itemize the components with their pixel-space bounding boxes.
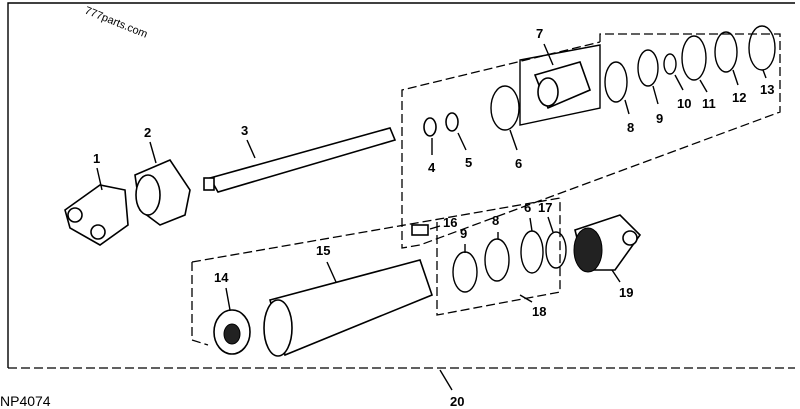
wiper-part-4[interactable] bbox=[423, 117, 437, 155]
kit-18-box bbox=[436, 198, 561, 316]
watermark: 777parts.com bbox=[83, 5, 149, 41]
callout-6b: 6 bbox=[524, 200, 531, 215]
key-part-16[interactable] bbox=[411, 224, 441, 236]
ring-part-12[interactable] bbox=[714, 31, 739, 86]
outer-bracket bbox=[7, 2, 795, 368]
seal-part-5[interactable] bbox=[445, 112, 467, 151]
callout-10: 10 bbox=[677, 96, 691, 111]
figure-code: NP4074 bbox=[0, 393, 51, 409]
piston-group-box-left bbox=[191, 262, 209, 346]
callout-8b: 8 bbox=[492, 213, 499, 228]
callout-4: 4 bbox=[428, 160, 436, 175]
barrel-part-15[interactable] bbox=[263, 259, 434, 357]
callout-19: 19 bbox=[619, 285, 633, 300]
ring-part-13[interactable] bbox=[748, 25, 776, 79]
callout-9: 9 bbox=[656, 111, 663, 126]
ring-part-17[interactable] bbox=[545, 216, 567, 269]
callout-2: 2 bbox=[144, 125, 151, 140]
callout-20: 20 bbox=[450, 394, 464, 409]
gland-part-2[interactable] bbox=[134, 141, 191, 226]
seal-kit-box bbox=[401, 33, 781, 249]
ring-part-9a[interactable] bbox=[637, 49, 659, 105]
rod-end-part-19[interactable] bbox=[573, 214, 642, 283]
piston-part-14[interactable] bbox=[213, 287, 251, 355]
head-part-7[interactable] bbox=[533, 43, 592, 110]
ring-part-8b[interactable] bbox=[484, 232, 510, 282]
ring-part-11[interactable] bbox=[681, 35, 708, 93]
callout-9b: 9 bbox=[460, 226, 467, 241]
ring-part-10[interactable] bbox=[663, 53, 684, 91]
callout-7: 7 bbox=[536, 26, 543, 41]
rod-part-3[interactable] bbox=[203, 127, 397, 193]
snap-ring-part-6[interactable] bbox=[490, 85, 520, 151]
callout-14: 14 bbox=[214, 270, 229, 285]
callout-12: 12 bbox=[732, 90, 746, 105]
callout-5: 5 bbox=[465, 155, 472, 170]
ring-part-8a[interactable] bbox=[604, 61, 630, 115]
callout-3: 3 bbox=[241, 123, 248, 138]
callout-16: 16 bbox=[443, 215, 457, 230]
ring-part-9b[interactable] bbox=[452, 244, 478, 293]
callout-13: 13 bbox=[760, 82, 774, 97]
snap-ring-part-6b[interactable] bbox=[520, 217, 544, 274]
kit-7-box bbox=[519, 44, 601, 126]
leader-18 bbox=[519, 294, 533, 303]
callout-8: 8 bbox=[627, 120, 634, 135]
clevis-part-1[interactable] bbox=[64, 167, 129, 246]
callout-15: 15 bbox=[316, 243, 330, 258]
leader-20 bbox=[439, 369, 453, 391]
piston-group-box-top bbox=[191, 197, 561, 263]
callout-17: 17 bbox=[538, 200, 552, 215]
callout-11: 11 bbox=[702, 96, 716, 111]
callout-6: 6 bbox=[515, 156, 522, 171]
callout-1: 1 bbox=[93, 151, 100, 166]
callout-18: 18 bbox=[532, 304, 546, 319]
